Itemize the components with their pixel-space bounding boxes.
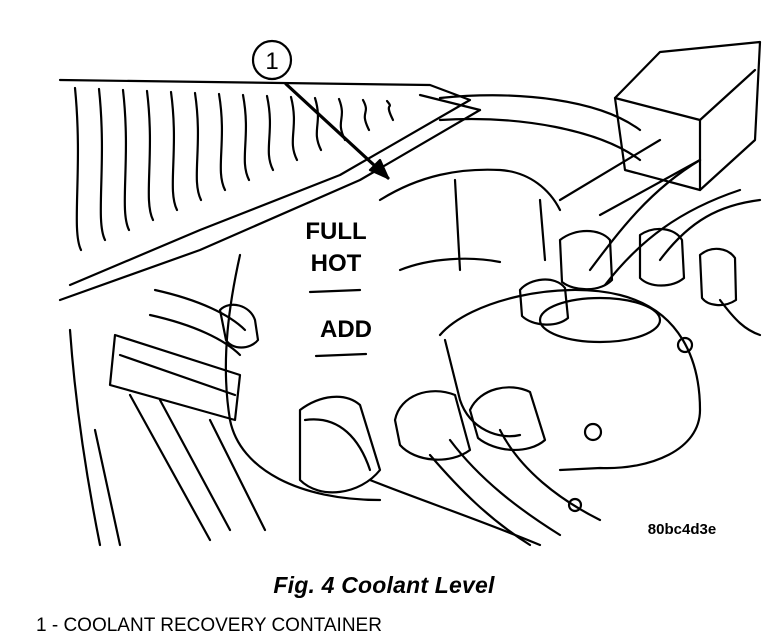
- radiator-fin: [289, 95, 299, 162]
- radiator-fin: [97, 87, 107, 242]
- coolant-hose: [148, 288, 382, 494]
- coolant-level-illustration: 1 FULL HOT ADD 80bc4d3e: [58, 39, 762, 547]
- radiator-fin: [241, 93, 251, 182]
- distributor-cap: [393, 227, 738, 513]
- upper-bracket: [438, 40, 762, 217]
- marking-full: FULL: [305, 218, 366, 245]
- marking-add: ADD: [320, 316, 372, 343]
- radiator-fin: [169, 90, 179, 212]
- radiator-shroud: [58, 78, 482, 302]
- radiator-fin: [193, 91, 203, 202]
- image-code: 80bc4d3e: [648, 521, 716, 538]
- radiator-fins: [73, 86, 395, 252]
- spark-plug-wires: [368, 158, 762, 547]
- callout-number: 1: [265, 48, 278, 75]
- radiator-fin: [121, 88, 131, 232]
- radiator-fin: [361, 98, 371, 132]
- radiator-fin: [313, 96, 323, 152]
- callout-1: [251, 39, 390, 180]
- legend-item: 1 - COOLANT RECOVERY CONTAINER: [36, 615, 382, 636]
- radiator-fin: [145, 89, 155, 222]
- radiator-fin: [217, 92, 227, 192]
- figure-caption: Fig. 4 Coolant Level: [273, 572, 495, 598]
- radiator-fin: [73, 86, 83, 252]
- radiator-fin: [385, 99, 395, 122]
- filler-cap: [68, 328, 267, 547]
- radiator-fin: [265, 94, 275, 172]
- marking-hot: HOT: [311, 250, 362, 277]
